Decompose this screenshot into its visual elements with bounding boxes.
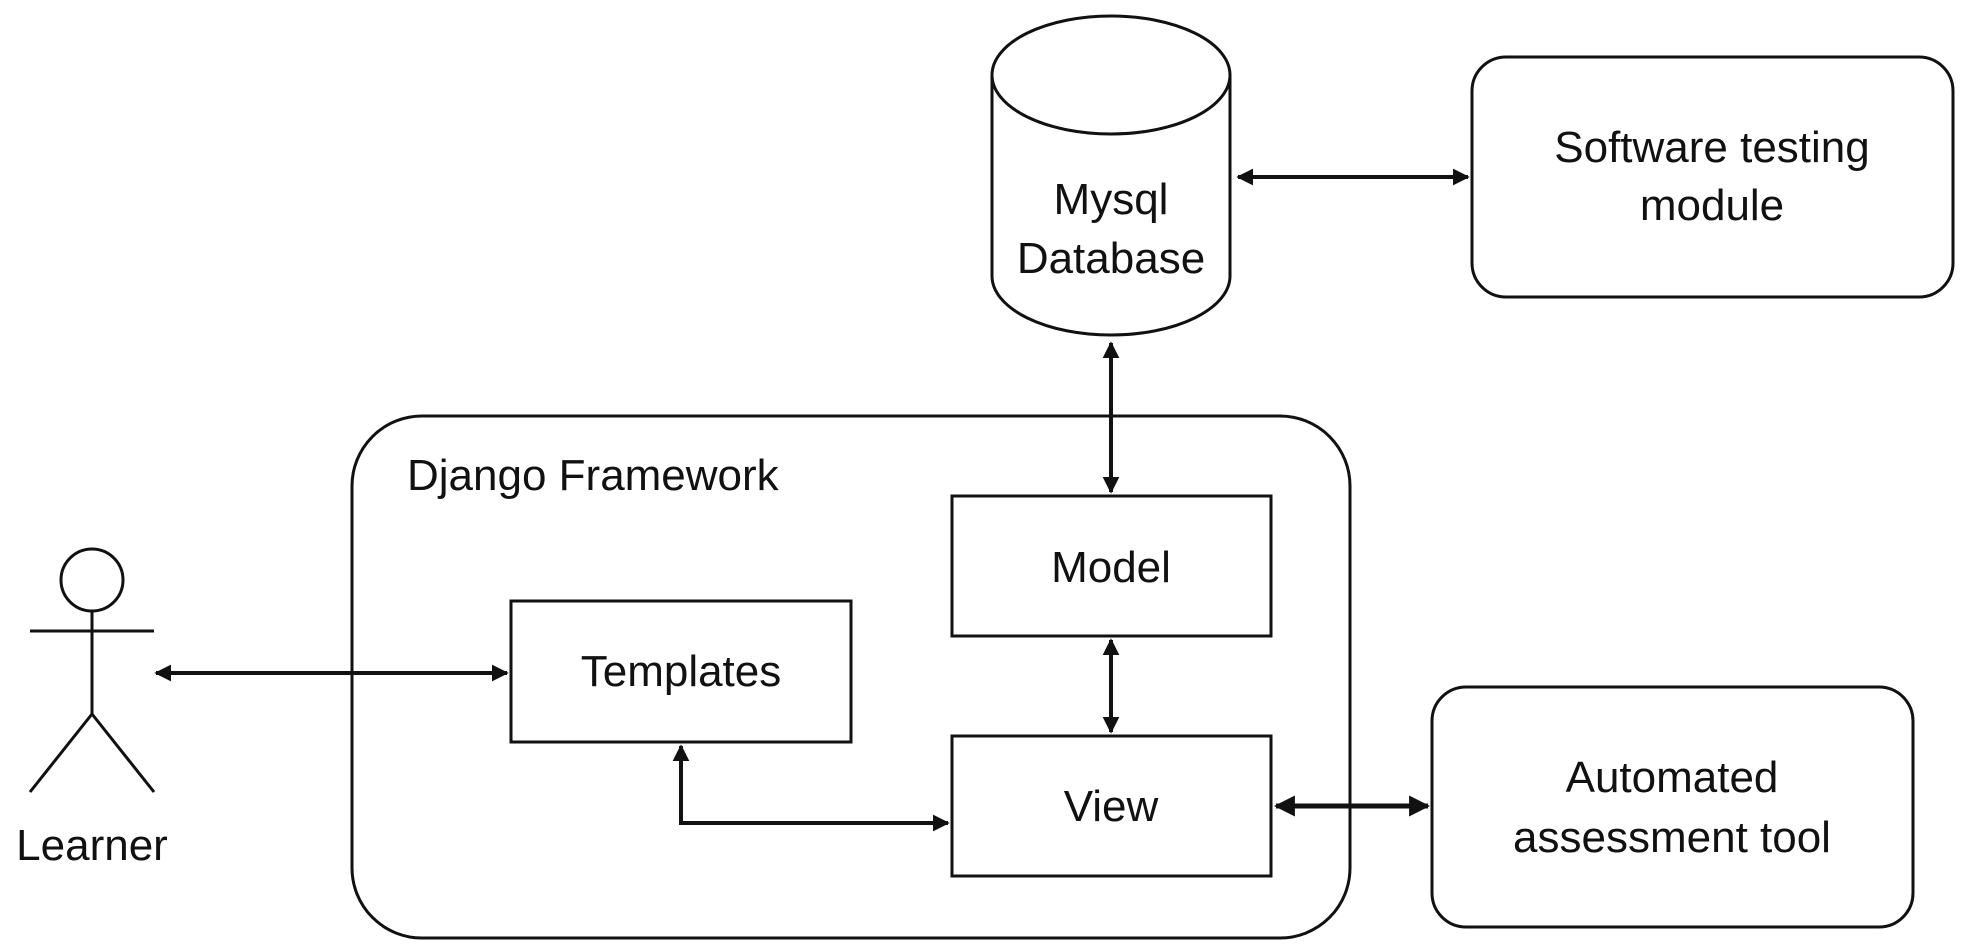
- assessment-label-line1: Automated: [1566, 753, 1779, 802]
- learner-actor-icon: [28, 547, 156, 793]
- templates-node: Templates: [509, 599, 853, 744]
- software-testing-module-node: Software testing module: [1470, 55, 1955, 299]
- view-label: View: [1064, 782, 1159, 831]
- database-label-line2: Database: [1017, 234, 1205, 283]
- testing-label-line1: Software testing: [1554, 123, 1870, 172]
- model-label: Model: [1051, 543, 1171, 592]
- mysql-database-node: Mysql Database: [990, 14, 1232, 337]
- model-node: Model: [950, 494, 1273, 638]
- assessment-label-line2: assessment tool: [1513, 813, 1831, 862]
- database-label-line1: Mysql: [1054, 175, 1169, 224]
- testing-label-line2: module: [1640, 181, 1784, 230]
- django-framework-label: Django Framework: [407, 451, 780, 500]
- templates-label: Templates: [581, 647, 782, 696]
- automated-assessment-tool-node: Automated assessment tool: [1430, 685, 1915, 929]
- view-node: View: [950, 734, 1273, 878]
- edge-templates-view: [672, 744, 950, 832]
- learner-label: Learner: [16, 821, 168, 870]
